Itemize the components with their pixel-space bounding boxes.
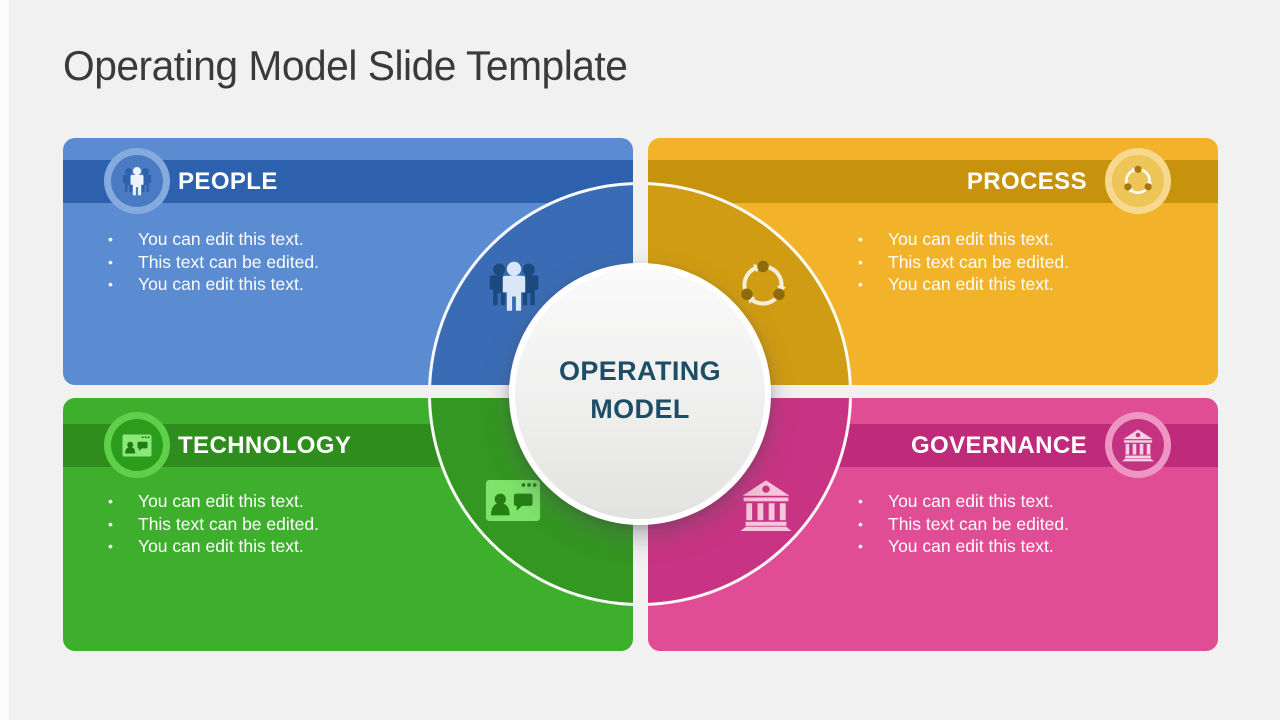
bullet-marker: •: [108, 538, 113, 554]
bullet-marker: •: [108, 515, 113, 532]
bullet-marker: •: [108, 493, 113, 509]
list-item: •You can edit this text.: [108, 274, 304, 294]
bullet-marker: •: [108, 253, 113, 270]
list-item: •This text can be edited.: [108, 251, 319, 272]
bank-building-icon: [1112, 419, 1164, 471]
process-cycle-icon: [736, 258, 790, 317]
people-bullet-list: •You can edit this text. •This text can …: [108, 228, 319, 296]
video-call-window-icon: [485, 479, 541, 527]
people-icon: [111, 155, 163, 207]
process-bullet-list: •You can edit this text. •This text can …: [858, 228, 1069, 296]
list-item: •You can edit this text.: [858, 536, 1054, 556]
list-item: •This text can be edited.: [858, 251, 1069, 272]
center-title-line2: MODEL: [590, 394, 690, 424]
list-item: •You can edit this text.: [858, 491, 1054, 511]
bullet-marker: •: [858, 276, 863, 292]
bullet-marker: •: [858, 515, 863, 532]
slide-title: Operating Model Slide Template: [63, 42, 628, 89]
list-item: •This text can be edited.: [858, 513, 1069, 534]
video-call-window-icon: [111, 419, 163, 471]
list-item: •This text can be edited.: [108, 513, 319, 534]
process-title: PROCESS: [966, 168, 1087, 195]
bank-building-icon: [739, 478, 793, 537]
list-item: •You can edit this text.: [858, 229, 1054, 249]
center-circle: OPERATING MODEL: [509, 263, 771, 525]
bullet-marker: •: [858, 253, 863, 270]
people-badge: [104, 148, 170, 214]
technology-title: TECHNOLOGY: [178, 432, 352, 459]
governance-card: GOVERNANCE •You can edit this text. •Thi…: [648, 398, 1218, 651]
people-icon: [481, 260, 547, 317]
people-title: PEOPLE: [178, 168, 278, 195]
bullet-marker: •: [858, 231, 863, 247]
bullet-marker: •: [858, 538, 863, 554]
bullet-marker: •: [108, 276, 113, 292]
center-title-line1: OPERATING: [558, 356, 722, 386]
bullet-marker: •: [858, 493, 863, 509]
technology-bullet-list: •You can edit this text. •This text can …: [108, 490, 319, 558]
governance-bullet-list: •You can edit this text. •This text can …: [858, 490, 1069, 558]
slide-left-edge: [0, 0, 9, 720]
bullet-marker: •: [108, 231, 113, 247]
list-item: •You can edit this text.: [108, 536, 304, 556]
process-card: PROCESS •You can edit this text. •This t…: [648, 138, 1218, 385]
governance-badge: [1105, 412, 1171, 478]
governance-title: GOVERNANCE: [910, 432, 1087, 459]
process-badge: [1105, 148, 1171, 214]
people-card: PEOPLE •You can edit this text. •This te…: [63, 138, 633, 385]
technology-badge: [104, 412, 170, 478]
list-item: •You can edit this text.: [108, 491, 304, 511]
process-cycle-icon: [1112, 155, 1164, 207]
list-item: •You can edit this text.: [858, 274, 1054, 294]
list-item: •You can edit this text.: [108, 229, 304, 249]
